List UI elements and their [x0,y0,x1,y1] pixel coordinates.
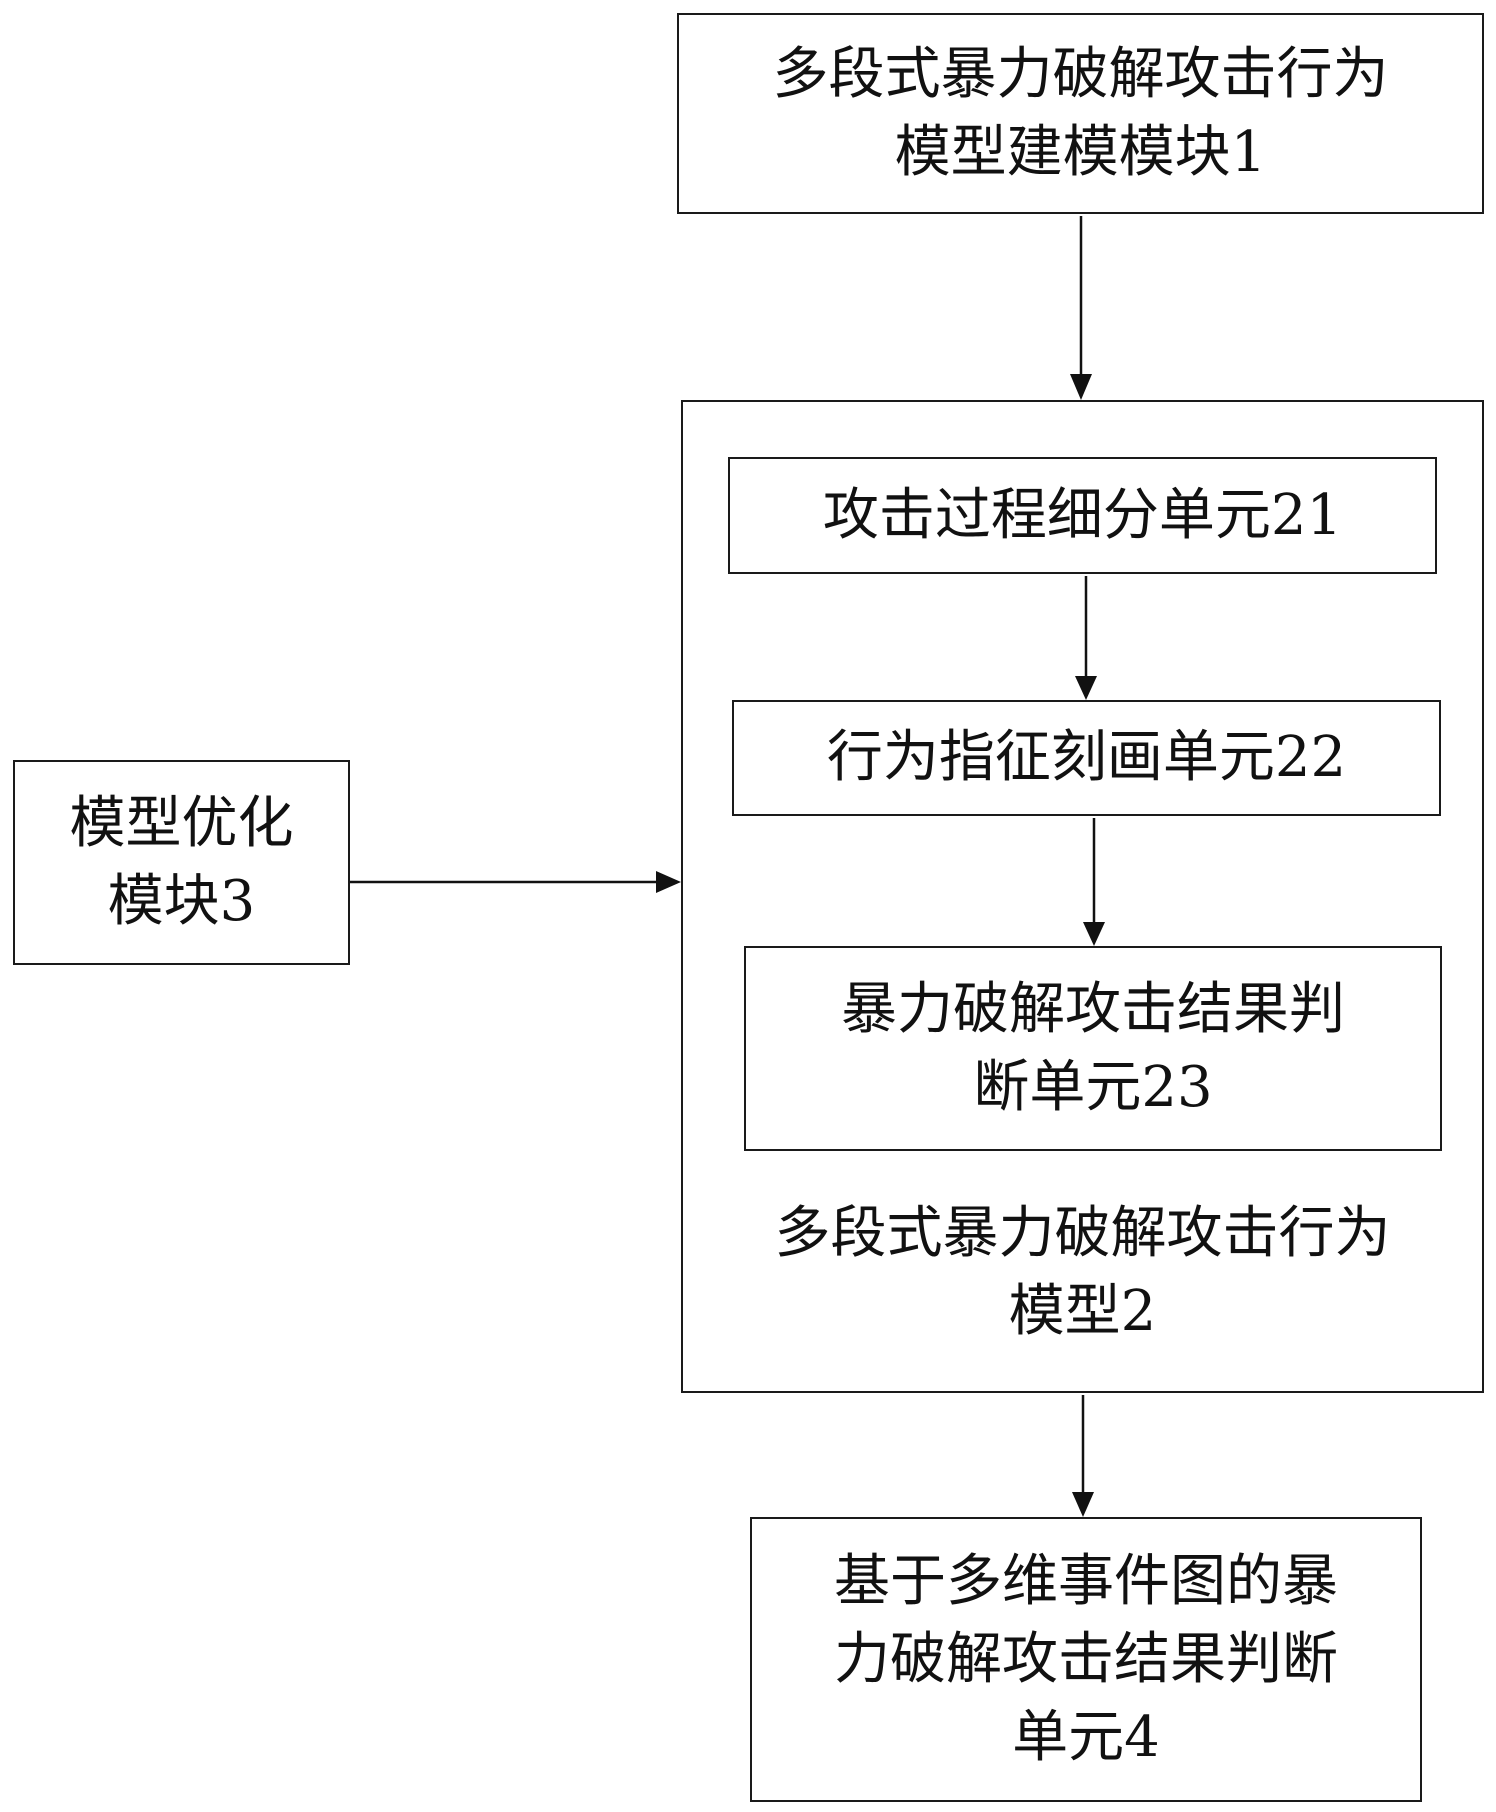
arrowhead-module3 [656,871,681,893]
module3-box: 模型优化 模块3 [13,760,350,965]
unit23-box: 暴力破解攻击结果判 断单元23 [744,946,1442,1151]
unit23-label-line2: 断单元23 [973,1054,1213,1120]
model2-caption: 多段式暴力破解攻击行为 模型2 [681,1195,1484,1351]
unit23-label-line1: 暴力破解攻击结果判 [841,976,1345,1042]
unit21-label: 攻击过程细分单元21 [822,482,1343,548]
unit22-box: 行为指征刻画单元22 [732,700,1441,816]
module3-label-line1: 模型优化 [69,790,294,856]
arrowhead-model2 [1072,1492,1094,1517]
module1-box: 多段式暴力破解攻击行为 模型建模模块1 [677,13,1484,214]
module1-label-line1: 多段式暴力破解攻击行为 [772,41,1389,107]
unit4-label-line3: 单元4 [1012,1704,1160,1770]
unit4-label-line2: 力破解攻击结果判断 [834,1626,1338,1692]
unit4-box: 基于多维事件图的暴 力破解攻击结果判断 单元4 [750,1517,1422,1802]
unit22-label: 行为指征刻画单元22 [826,725,1347,790]
unit21-box: 攻击过程细分单元21 [728,457,1437,574]
module3-label-line2: 模块3 [107,868,256,934]
model2-caption-line1: 多段式暴力破解攻击行为 [774,1201,1391,1266]
unit4-label-line1: 基于多维事件图的暴 [834,1548,1338,1614]
model2-caption-line2: 模型2 [1008,1279,1157,1344]
module1-label-line2: 模型建模模块1 [894,119,1267,185]
arrowhead-module1 [1070,374,1092,400]
